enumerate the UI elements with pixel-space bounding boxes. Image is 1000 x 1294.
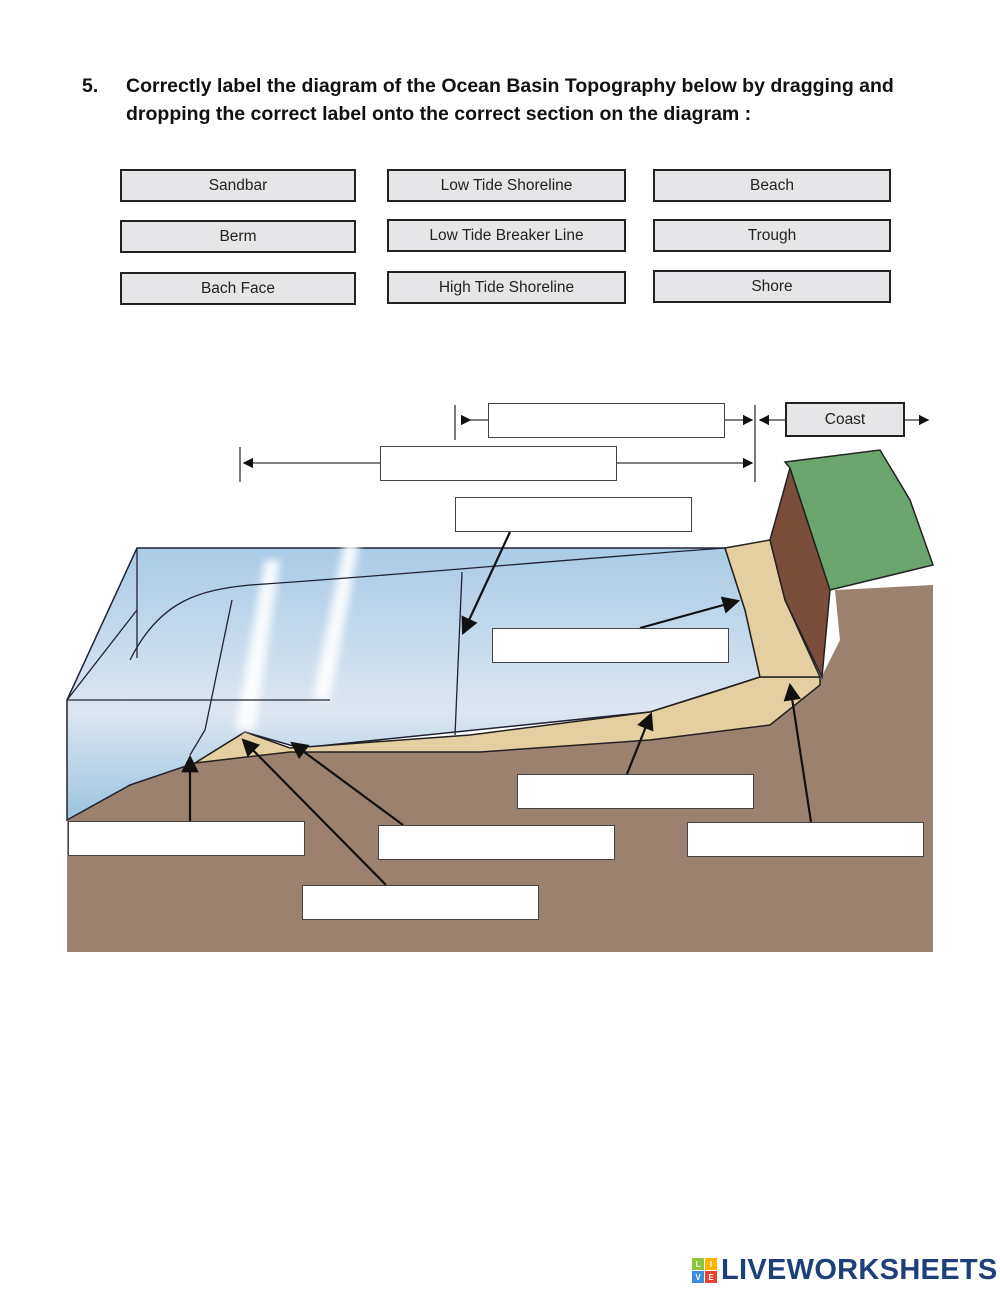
coast-label: Coast: [785, 402, 905, 437]
drag-label-trough[interactable]: Trough: [653, 219, 891, 252]
dimension-lines: [239, 405, 930, 482]
drag-label-low-tide-shoreline[interactable]: Low Tide Shoreline: [387, 169, 626, 202]
drop-zone-2[interactable]: [380, 446, 617, 481]
drag-label-bach-face[interactable]: Bach Face: [120, 272, 356, 305]
question-text: Correctly label the diagram of the Ocean…: [126, 75, 894, 125]
drop-zone-4[interactable]: [492, 628, 729, 663]
drop-zone-7[interactable]: [378, 825, 615, 860]
drop-zone-6[interactable]: [68, 821, 305, 856]
drag-label-berm[interactable]: Berm: [120, 220, 356, 253]
drop-zone-5[interactable]: [517, 774, 754, 809]
drop-zone-3[interactable]: [455, 497, 692, 532]
drop-zone-1[interactable]: [488, 403, 725, 438]
drag-label-sandbar[interactable]: Sandbar: [120, 169, 356, 202]
grass-top: [783, 449, 934, 591]
drag-label-beach[interactable]: Beach: [653, 169, 891, 202]
drag-label-high-tide-shoreline[interactable]: High Tide Shoreline: [387, 271, 626, 304]
drag-label-shore[interactable]: Shore: [653, 270, 891, 303]
drop-zone-8[interactable]: [687, 822, 924, 857]
drop-zone-9[interactable]: [302, 885, 539, 920]
pointer-arrows: [181, 531, 813, 886]
drag-label-low-tide-breaker-line[interactable]: Low Tide Breaker Line: [387, 219, 626, 252]
logo-text: LIVEWORKSHEETS: [721, 1254, 998, 1286]
seafloor-ground: [67, 585, 933, 952]
water-box-edges: [66, 547, 726, 756]
breaking-waves: [235, 540, 360, 730]
water-body: [66, 547, 761, 822]
question-number: 5.: [82, 75, 99, 97]
cliff: [769, 465, 831, 680]
